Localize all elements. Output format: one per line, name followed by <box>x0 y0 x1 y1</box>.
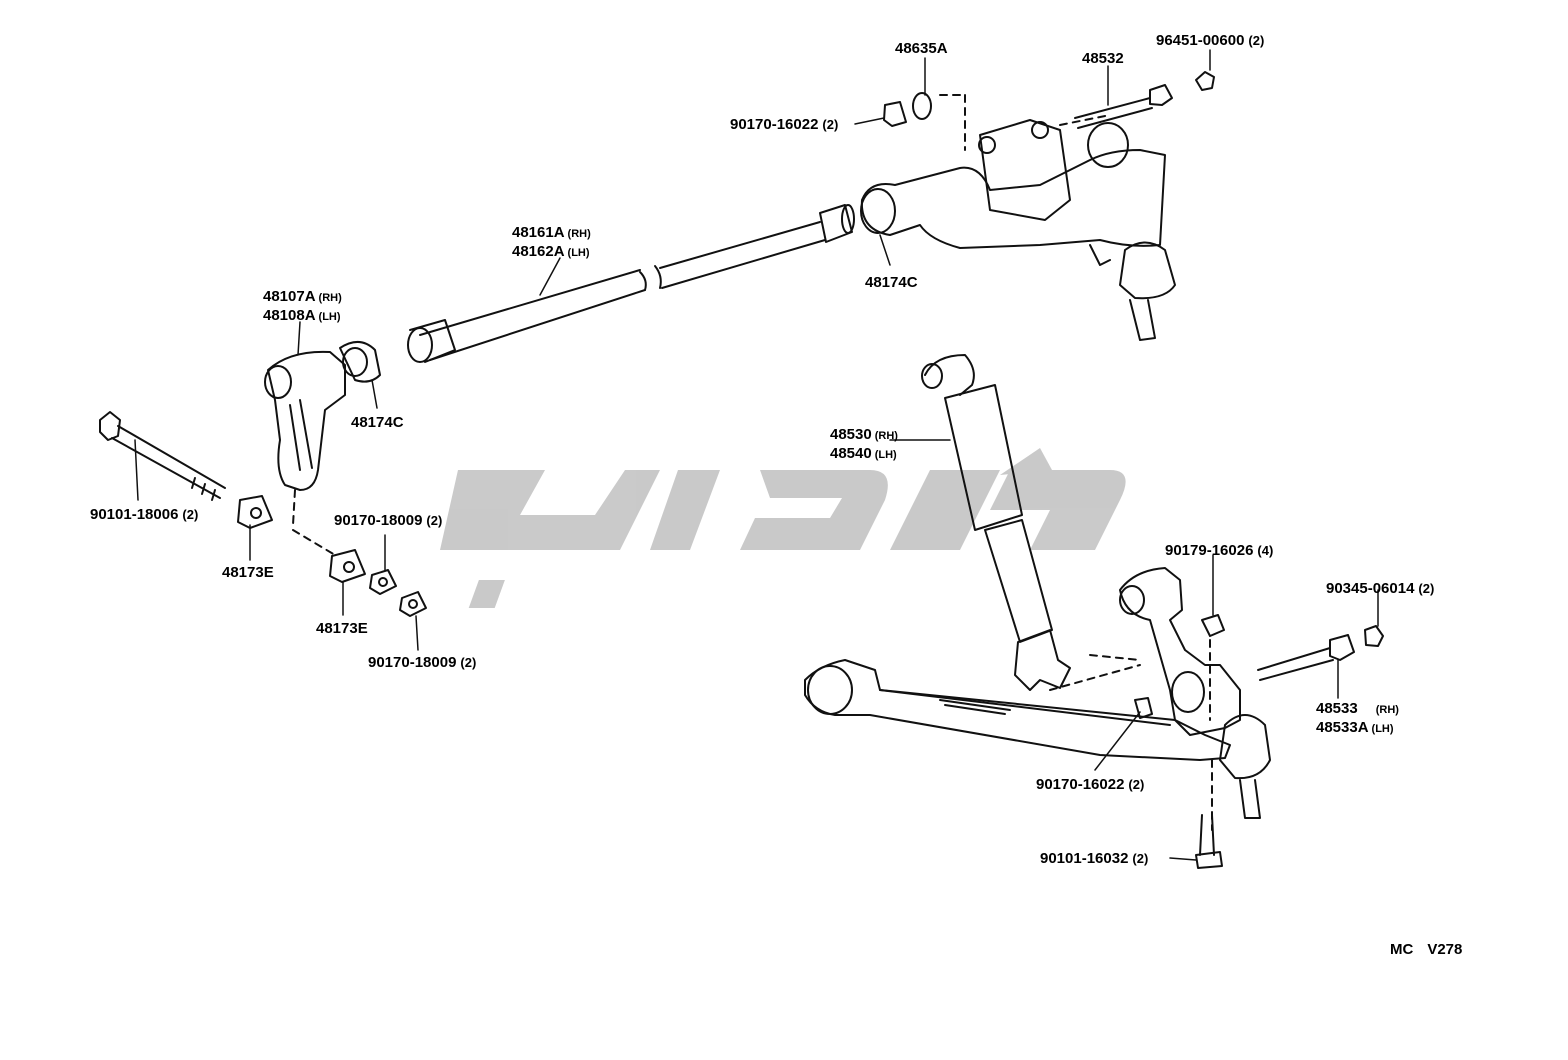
side: (LH) <box>567 247 590 259</box>
label-48174C-top: 48174C <box>865 274 918 291</box>
part-number: 48533 <box>1316 700 1358 717</box>
part-number: 90101-16032 <box>1040 850 1129 867</box>
label-48173E-a: 48173E <box>222 564 274 581</box>
label-90179-16026: 90179-16026(4) <box>1165 542 1273 559</box>
label-96451-00600: 96451-00600(2) <box>1156 32 1264 49</box>
side: (RH) <box>318 292 342 304</box>
part-number: 90170-16022 <box>730 116 819 133</box>
left-small-parts <box>237 489 427 617</box>
watermark-logo <box>440 448 1126 608</box>
part-number: 90101-18006 <box>90 506 179 523</box>
part-number: 90179-16026 <box>1165 542 1254 559</box>
label-48173E-b: 48173E <box>316 620 368 637</box>
reference-code: V278 <box>1427 941 1463 958</box>
label-90170-18009-a: 90170-18009(2) <box>334 512 442 529</box>
part-number: 48533A <box>1316 719 1369 736</box>
quantity: (2) <box>460 655 477 670</box>
label-48161A-48162A: 48161A(RH) 48162A(LH) <box>512 224 591 262</box>
label-48530-48540: 48530(RH) 48540(LH) <box>830 426 898 464</box>
quantity: (2) <box>426 513 443 528</box>
side: (RH) <box>567 228 591 240</box>
label-90345-06014: 90345-06014(2) <box>1326 580 1434 597</box>
leader-lines <box>134 49 1379 861</box>
side: (LH) <box>1371 723 1394 735</box>
part-number: 96451-00600 <box>1156 32 1245 49</box>
lower-hardware <box>1195 614 1384 869</box>
part-number: 90170-18009 <box>368 654 457 671</box>
quantity: (2) <box>822 117 839 132</box>
drawing-lines <box>99 49 1384 869</box>
side: (RH) <box>1375 704 1399 716</box>
label-48107A-48108A: 48107A(RH) 48108A(LH) <box>263 288 342 326</box>
label-90170-16022-top: 90170-16022(2) <box>730 116 838 133</box>
label-90170-18009-b: 90170-18009(2) <box>368 654 476 671</box>
upper-hardware <box>883 71 1215 129</box>
part-number: 48107A <box>263 288 316 305</box>
label-90170-16022-bottom: 90170-16022(2) <box>1036 776 1144 793</box>
label-90101-18006: 90101-18006(2) <box>90 506 198 523</box>
quantity: (2) <box>1418 581 1435 596</box>
part-number: 90170-16022 <box>1036 776 1125 793</box>
part-number: 48161A <box>512 224 565 241</box>
long-bolt-left <box>99 411 226 501</box>
side: (RH) <box>874 430 898 442</box>
quantity: (4) <box>1257 543 1274 558</box>
part-number: 48108A <box>263 307 316 324</box>
upper-control-arm <box>860 94 1176 341</box>
quantity: (2) <box>1132 851 1149 866</box>
side: (LH) <box>318 311 341 323</box>
torsion-anchor-arm <box>264 341 381 491</box>
part-number: 48162A <box>512 243 565 260</box>
shock-absorber <box>921 354 1141 691</box>
quantity: (2) <box>1248 33 1265 48</box>
label-48174C-left: 48174C <box>351 414 404 431</box>
label-48533-48533A: 48533 (RH) 48533A(LH) <box>1316 700 1399 738</box>
part-number: 90170-18009 <box>334 512 423 529</box>
torsion-bar <box>407 204 855 363</box>
part-number: 48530 <box>830 426 872 443</box>
label-90101-16032: 90101-16032(2) <box>1040 850 1148 867</box>
part-number: 48540 <box>830 445 872 462</box>
side: (LH) <box>874 449 897 461</box>
diagram-reference-code: MC V278 <box>1390 941 1476 958</box>
reference-prefix: MC <box>1390 941 1414 958</box>
label-48635A: 48635A <box>895 40 948 57</box>
label-48532: 48532 <box>1082 50 1124 67</box>
quantity: (2) <box>1128 777 1145 792</box>
part-number: 90345-06014 <box>1326 580 1415 597</box>
quantity: (2) <box>182 507 199 522</box>
